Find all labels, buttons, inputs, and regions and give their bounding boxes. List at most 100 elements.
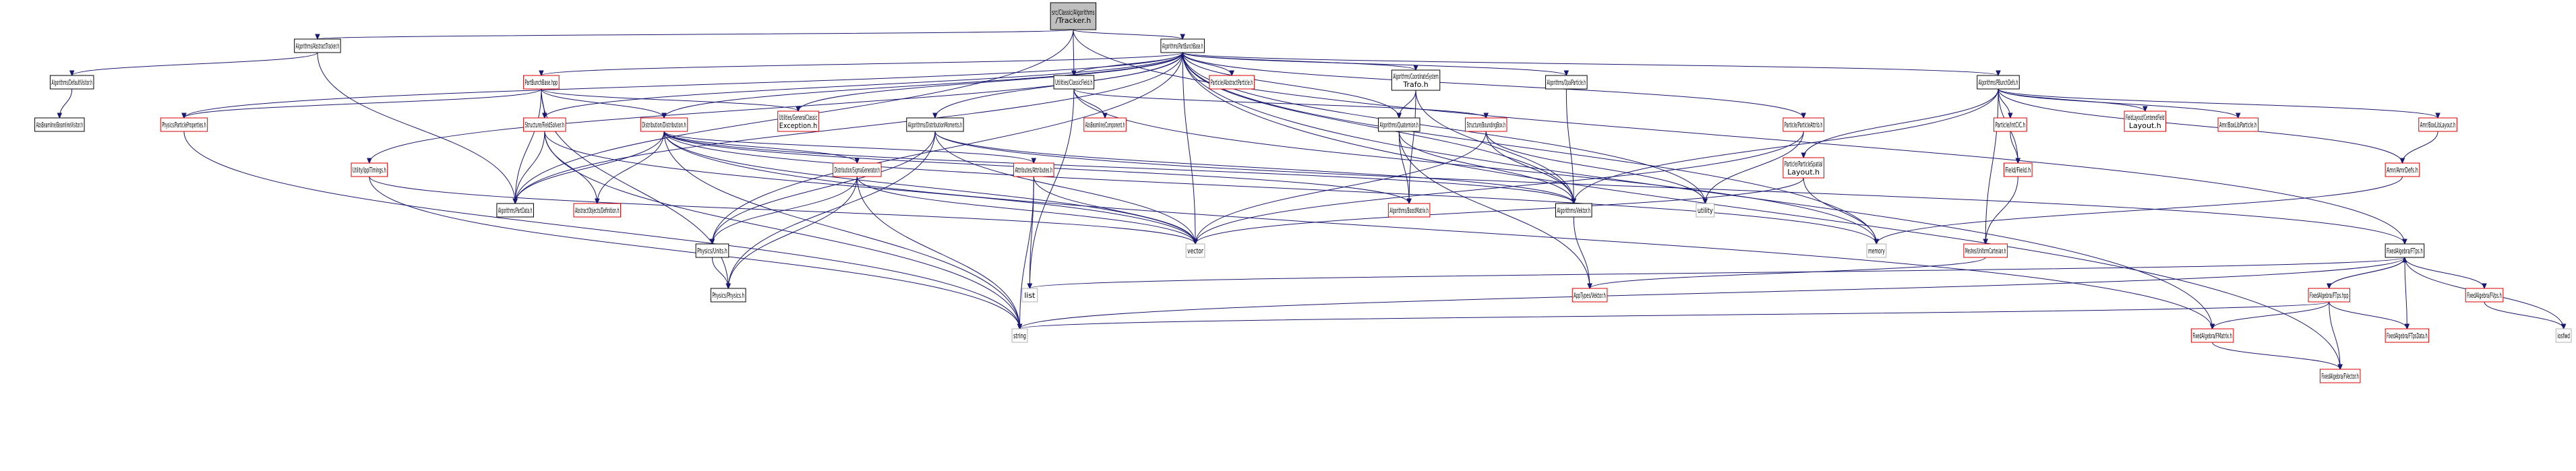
node-particle-properties[interactable]: Physics/ParticleProperties.h (160, 117, 208, 132)
node-box (1465, 117, 1507, 132)
node-quaternion[interactable]: Algorithms/Quaternion.h (1377, 117, 1420, 132)
node-part-bunch-base[interactable]: Algorithms/PartBunchBase.h (1160, 38, 1205, 53)
node-distribution[interactable]: Distribution/Distribution.h (640, 117, 688, 132)
node-fmatrix[interactable]: FixedAlgebra/FMatrix.h (2190, 328, 2234, 343)
edge-Vektor-to-AppTypesVektor (1573, 216, 1590, 289)
node-box (1555, 203, 1592, 218)
node-abstract-particle[interactable]: Particle/AbstractParticle.h (1209, 75, 1255, 90)
node-vektor[interactable]: Algorithms/Vektor.h (1555, 203, 1592, 218)
node-vector[interactable]: vector (1185, 243, 1205, 258)
node-abstract-tracker[interactable]: Algorithms/AbstractTracker.h (294, 38, 341, 53)
edge-PartBunchBase-to-Units (711, 52, 1183, 245)
node-physics[interactable]: Physics/Physics.h (710, 288, 746, 303)
node-fvps[interactable]: FixedAlgebra/FVps.h (2465, 288, 2504, 303)
node-ippl-timings[interactable]: Utility/IpplTimings.h (351, 162, 388, 177)
node-pbunch-defs[interactable]: Algorithms/PBunchDefs.h (1977, 75, 2020, 90)
node-box (1545, 75, 1588, 90)
node-app-types-vektor[interactable]: AppTypes/Vektor.h (1571, 288, 1608, 303)
edge-arrowhead (1406, 198, 1412, 205)
node-default-visitor[interactable]: Algorithms/DefaultVisitor.h (49, 75, 94, 90)
edges-layer (57, 29, 2567, 371)
edge-arrowhead (1996, 70, 2001, 77)
node-box (2003, 162, 2033, 177)
edge-ClassicField-to-BoundingBox (1073, 88, 1487, 119)
node-label: AbstractObjects/Definition.h (575, 206, 619, 215)
node-int-cic[interactable]: Particle/IntCIC.h (1994, 117, 2027, 132)
node-box (523, 75, 560, 90)
node-box (2385, 162, 2420, 177)
edge-root-to-FTps (1073, 29, 2405, 245)
node-opal-particle[interactable]: Algorithms/OpalParticle.h (1545, 75, 1588, 90)
edge-PartBunchBase-to-Distribution (663, 52, 1183, 119)
node-ftps-hpp[interactable]: FixedAlgebra/FTps.hpp (2308, 288, 2351, 303)
node-box (1977, 75, 2020, 90)
edge-PartBunchBase-to-ClassicField (1073, 52, 1183, 76)
node-string[interactable]: string (1011, 328, 1028, 343)
node-field-solver[interactable]: Structure/FieldSolver.h (523, 117, 566, 132)
edge-arrowhead (932, 113, 938, 119)
node-label: /Tracker.h (1055, 16, 1091, 25)
node-component[interactable]: AbsBeamline/Component.h (1083, 117, 1127, 132)
node-sigma-generator[interactable]: Distribution/SigmaGenerator.h (833, 162, 882, 177)
node-box (1209, 75, 1255, 90)
node-label: Physics/Physics.h (712, 291, 744, 300)
node-uniform-cartesian[interactable]: Meshes/UniformCartesian.h (1963, 243, 2008, 258)
edge-PartBunchBase-to-FieldSolver (544, 52, 1183, 119)
edge-arrowhead (796, 106, 801, 113)
node-fvector[interactable]: FixedAlgebra/FVector.h (2319, 369, 2361, 383)
node-beamline-visitor[interactable]: AbsBeamline/BeamlineVisitor.h (34, 117, 85, 132)
node-label: Physics/ParticleProperties.h (162, 121, 206, 129)
node-box-lib-particle[interactable]: Amr/BoxLibParticle.h (2217, 117, 2259, 132)
edge-PBunchDefs-to-UniformCartesian (1985, 88, 1999, 245)
edge-FTps-to-FVps (2404, 257, 2485, 289)
edge-FVps-to-iosfwd (2484, 301, 2565, 329)
node-part-data[interactable]: Algorithms/PartData.h (496, 203, 534, 218)
node-classic-field[interactable]: Utilities/ClassicField.h (1053, 75, 1095, 90)
node-box (2385, 243, 2425, 258)
node-box (1011, 328, 1028, 343)
edge-PartBunchBase-to-IpplTimings (369, 52, 1183, 164)
node-root[interactable]: src/Classic/Algorithms/Tracker.h (1050, 2, 1097, 30)
edge-arrowhead (2209, 323, 2215, 330)
edge-FieldSolver-to-vector (544, 131, 1196, 245)
node-part-bunch-base-hpp[interactable]: PartBunchBase.hpp (523, 75, 560, 90)
edge-Attributes-to-vector (1033, 176, 1196, 245)
node-particle-attrib[interactable]: Particle/ParticleAttrib.h (1783, 117, 1824, 132)
node-abstract-objects-definition[interactable]: AbstractObjects/Definition.h (573, 203, 622, 218)
node-label: Layout.h (1787, 168, 1820, 177)
edge-arrowhead (1396, 113, 1402, 119)
node-iosfwd[interactable]: iosfwd (2555, 328, 2572, 343)
node-label: Attributes/Attributes.h (1015, 166, 1053, 175)
node-label: src/Classic/Algorithms (1052, 8, 1095, 17)
node-bounding-box[interactable]: Structure/BoundingBox.h (1465, 117, 1507, 132)
node-boost-matrix[interactable]: Algorithms/BoostMatrix.h (1387, 203, 1431, 218)
node-field[interactable]: Field/Field.h (2003, 162, 2033, 177)
node-attributes[interactable]: Attributes/Attributes.h (1013, 162, 1054, 177)
edge-DistributionMoments-to-FTps (934, 131, 2405, 245)
node-units[interactable]: Physics/Units.h (695, 243, 729, 258)
edge-PBunchDefs-to-BoxLibParticle (1998, 88, 2239, 119)
edge-Distribution-to-string (663, 131, 1021, 329)
edge-PBunchDefs-to-Vektor (1573, 88, 1999, 204)
node-amr-defs[interactable]: Amr/AmrDefs.h (2385, 162, 2420, 177)
edge-Quaternion-to-AppTypesVektor (1398, 131, 1590, 289)
node-distribution-moments[interactable]: Algorithms/DistributionMoments.h (906, 117, 964, 132)
node-ftps[interactable]: FixedAlgebra/FTps.h (2385, 243, 2425, 258)
edge-arrowhead (1702, 198, 1708, 205)
node-label: vector (1187, 247, 1203, 255)
node-memory[interactable]: memory (1866, 243, 1887, 258)
node-box (49, 75, 94, 90)
node-ftps-data[interactable]: FixedAlgebra/FTpsData.h (2385, 328, 2430, 343)
edge-FTps-to-string (1019, 257, 2405, 329)
edge-Quaternion-to-BoostMatrix (1398, 131, 1410, 204)
edge-arrowhead (1587, 283, 1592, 290)
node-box-lib-layout[interactable]: Amr/BoxLibLayout.h (2418, 117, 2457, 132)
node-label: Utilities/GeneralClassic (779, 113, 818, 122)
edge-PBunchDefs-to-AmrDefs (1998, 88, 2403, 164)
node-utility[interactable]: utility (1696, 203, 1715, 218)
node-list[interactable]: list (1021, 288, 1038, 303)
